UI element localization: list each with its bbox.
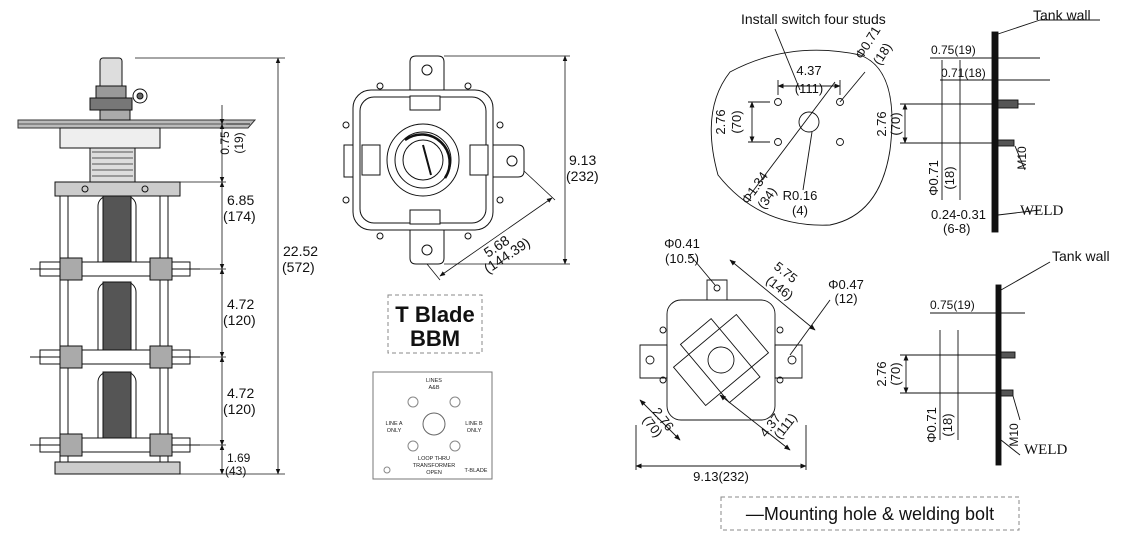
np-line-a: LINE A [385, 421, 402, 427]
tank-top-d1: 0.75(19) [931, 43, 976, 57]
tank-bottom-title: Tank wall [1052, 248, 1110, 264]
rotated-view [635, 254, 831, 470]
top-view-dimensions: 9.13 (232) 5.68 (144.39) [481, 152, 599, 276]
tank-top-thread: M10 [1015, 146, 1029, 170]
np-loop: LOOP THRU [418, 456, 450, 462]
tank-top-gap-mm: (6-8) [943, 221, 970, 236]
nameplate: LINES A&B LINE A ONLY LINE B ONLY LOOP T… [372, 371, 493, 480]
caption-text: —Mounting hole & welding bolt [746, 504, 994, 524]
dim-a-mm: (174) [223, 208, 256, 224]
stud-width: 4.37 [796, 63, 821, 78]
dim-c-mm: (120) [223, 401, 256, 417]
tank-wall-top [900, 19, 1100, 233]
dim-b-mm: (120) [223, 312, 256, 328]
stud-radius: R0.16 [783, 188, 818, 203]
np-line-a-only: ONLY [387, 428, 402, 434]
dim-d: 1.69 [227, 451, 251, 465]
dim-a: 6.85 [227, 192, 254, 208]
dim-top: 0.75 [218, 131, 232, 155]
np-transformer: TRANSFORMER [413, 463, 456, 469]
top-view-height: 9.13 [569, 152, 596, 168]
top-view [342, 55, 570, 281]
side-view-dimensions: 0.75 (19) 6.85 (174) 4.72 (120) 4.72 (12… [218, 131, 318, 478]
tank-top-gap: 0.24-0.31 [931, 207, 986, 222]
t-blade-label: T Blade BBM [387, 294, 483, 354]
np-lines: LINES [426, 378, 442, 384]
rot-width: 9.13(232) [693, 469, 749, 484]
stud-width-mm: (111) [795, 81, 823, 96]
tank-top-h-mm: (70) [888, 112, 903, 135]
tank-bottom-weld: WELD [1024, 442, 1067, 458]
stud-height-mm: (70) [729, 110, 744, 133]
tank-top-title: Tank wall [1033, 7, 1091, 23]
dim-b: 4.72 [227, 296, 254, 312]
dim-top-mm: (19) [232, 132, 246, 153]
np-open: OPEN [426, 470, 442, 476]
tank-bottom-thread: M10 [1007, 423, 1021, 447]
np-t-blade: T-BLADE [465, 468, 488, 474]
caption-box: —Mounting hole & welding bolt [720, 496, 1020, 531]
dim-d-mm: (43) [225, 464, 246, 478]
tank-bottom-phi: Φ0.71 [924, 407, 939, 443]
rot-phi-mm: (12) [834, 291, 857, 306]
overall-height-mm: (572) [282, 259, 315, 275]
tank-bottom-phi-mm: (18) [940, 413, 955, 436]
side-view [17, 57, 285, 475]
stud-title: Install switch four studs [741, 11, 886, 27]
tank-top-weld: WELD [1020, 203, 1063, 219]
tank-bottom-h-mm: (70) [888, 362, 903, 385]
tank-bottom-h: 2.76 [874, 361, 889, 386]
dim-c: 4.72 [227, 385, 254, 401]
rot-hole: Φ0.41 [664, 236, 700, 251]
top-view-height-mm: (232) [566, 168, 599, 184]
tank-wall-bottom-text: Tank wall 0.75(19) 2.76 (70) Φ0.71 (18) … [874, 248, 1110, 458]
t-blade-line1: T Blade [395, 302, 474, 327]
stud-height: 2.76 [713, 109, 728, 134]
overall-height: 22.52 [283, 243, 318, 259]
tank-wall-bottom [900, 261, 1051, 466]
tank-bottom-d1: 0.75(19) [930, 298, 975, 312]
np-line-b: LINE B [465, 421, 483, 427]
np-lines-ab: A&B [428, 385, 439, 391]
rot-phi: Φ0.47 [828, 277, 864, 292]
t-blade-line2: BBM [410, 326, 460, 351]
tank-top-phi-mm: (18) [942, 166, 957, 189]
tank-top-d2: 0.71(18) [941, 66, 986, 80]
tank-top-phi: Φ0.71 [926, 160, 941, 196]
np-line-b-only: ONLY [467, 428, 482, 434]
tank-wall-top-text: Tank wall 0.75(19) 0.71(18) 2.76 (70) Φ0… [874, 7, 1091, 236]
stud-pattern [710, 28, 893, 226]
stud-radius-mm: (4) [792, 203, 808, 218]
rot-hole-mm: (10.5) [665, 251, 699, 266]
tank-top-h: 2.76 [874, 111, 889, 136]
